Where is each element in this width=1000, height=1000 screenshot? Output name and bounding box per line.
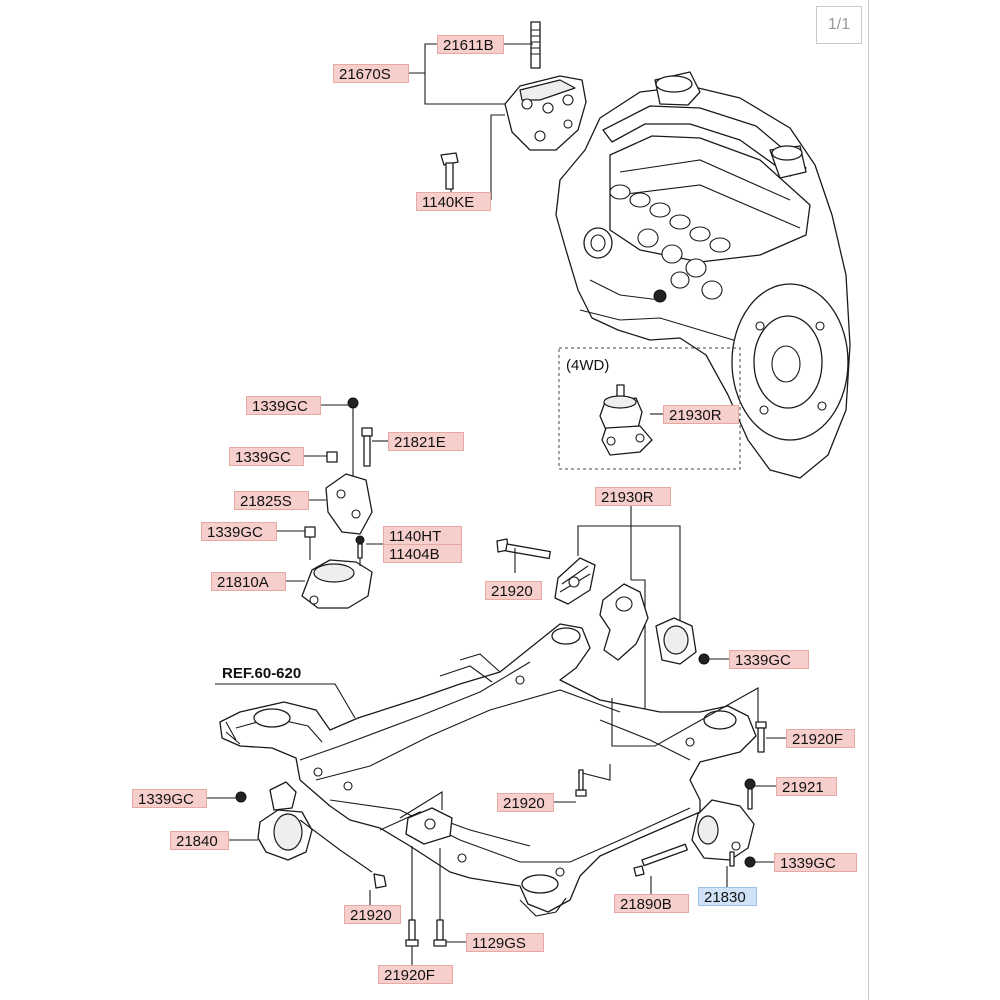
part-label-1339gc[interactable]: 1339GC (201, 522, 277, 541)
part-label-21830[interactable]: 21830 (698, 887, 757, 906)
part-label-1339gc[interactable]: 1339GC (132, 789, 207, 808)
front-subframe (219, 623, 757, 917)
part-label-21920[interactable]: 21920 (485, 581, 542, 600)
part-label-1140ke[interactable]: 1140KE (416, 192, 491, 211)
part-label-21670s[interactable]: 21670S (333, 64, 409, 83)
rear-roll-mount-group (496, 506, 729, 724)
mount-21840 (207, 781, 387, 905)
part-label-21920f[interactable]: 21920F (786, 729, 855, 748)
engine-mount-bracket-top (440, 21, 587, 190)
part-label-21890b[interactable]: 21890B (614, 894, 689, 913)
leader-lines-top (409, 43, 533, 200)
reference-label: REF.60-620 (222, 665, 302, 682)
part-label-21810a[interactable]: 21810A (211, 572, 286, 591)
part-label-21920[interactable]: 21920 (344, 905, 401, 924)
bottom-bolts (399, 791, 466, 965)
part-label-21920f[interactable]: 21920F (378, 965, 453, 984)
part-label-1339gc[interactable]: 1339GC (229, 447, 304, 466)
part-label-21825s[interactable]: 21825S (234, 491, 309, 510)
engine-block (555, 71, 851, 479)
part-label-1129gs[interactable]: 1129GS (466, 933, 544, 952)
group-label-4wd: (4WD) (566, 357, 610, 374)
part-label-1339gc[interactable]: 1339GC (246, 396, 321, 415)
page-edge-rule (868, 0, 869, 1000)
part-label-21921[interactable]: 21921 (776, 777, 837, 796)
part-label-21821e[interactable]: 21821E (388, 432, 464, 451)
left-mount-group (277, 397, 388, 609)
part-label-11404b[interactable]: 11404B (383, 544, 462, 563)
reference-leader (215, 683, 356, 719)
part-label-21930r[interactable]: 21930R (595, 487, 671, 506)
right-fasteners (554, 687, 786, 803)
part-label-21930r[interactable]: 21930R (663, 405, 739, 424)
4wd-group-box (558, 347, 741, 470)
4wd-mount-part (599, 384, 663, 456)
part-label-21611b[interactable]: 21611B (437, 35, 504, 54)
page-counter[interactable]: 1/1 (816, 6, 862, 44)
manifold-ports (609, 184, 731, 300)
part-label-21840[interactable]: 21840 (170, 831, 229, 850)
part-label-1339gc[interactable]: 1339GC (774, 853, 857, 872)
part-label-21920[interactable]: 21920 (497, 793, 554, 812)
part-label-1339gc[interactable]: 1339GC (729, 650, 809, 669)
part-label-1140ht[interactable]: 1140HT (383, 526, 462, 545)
mount-21830 (633, 778, 776, 894)
